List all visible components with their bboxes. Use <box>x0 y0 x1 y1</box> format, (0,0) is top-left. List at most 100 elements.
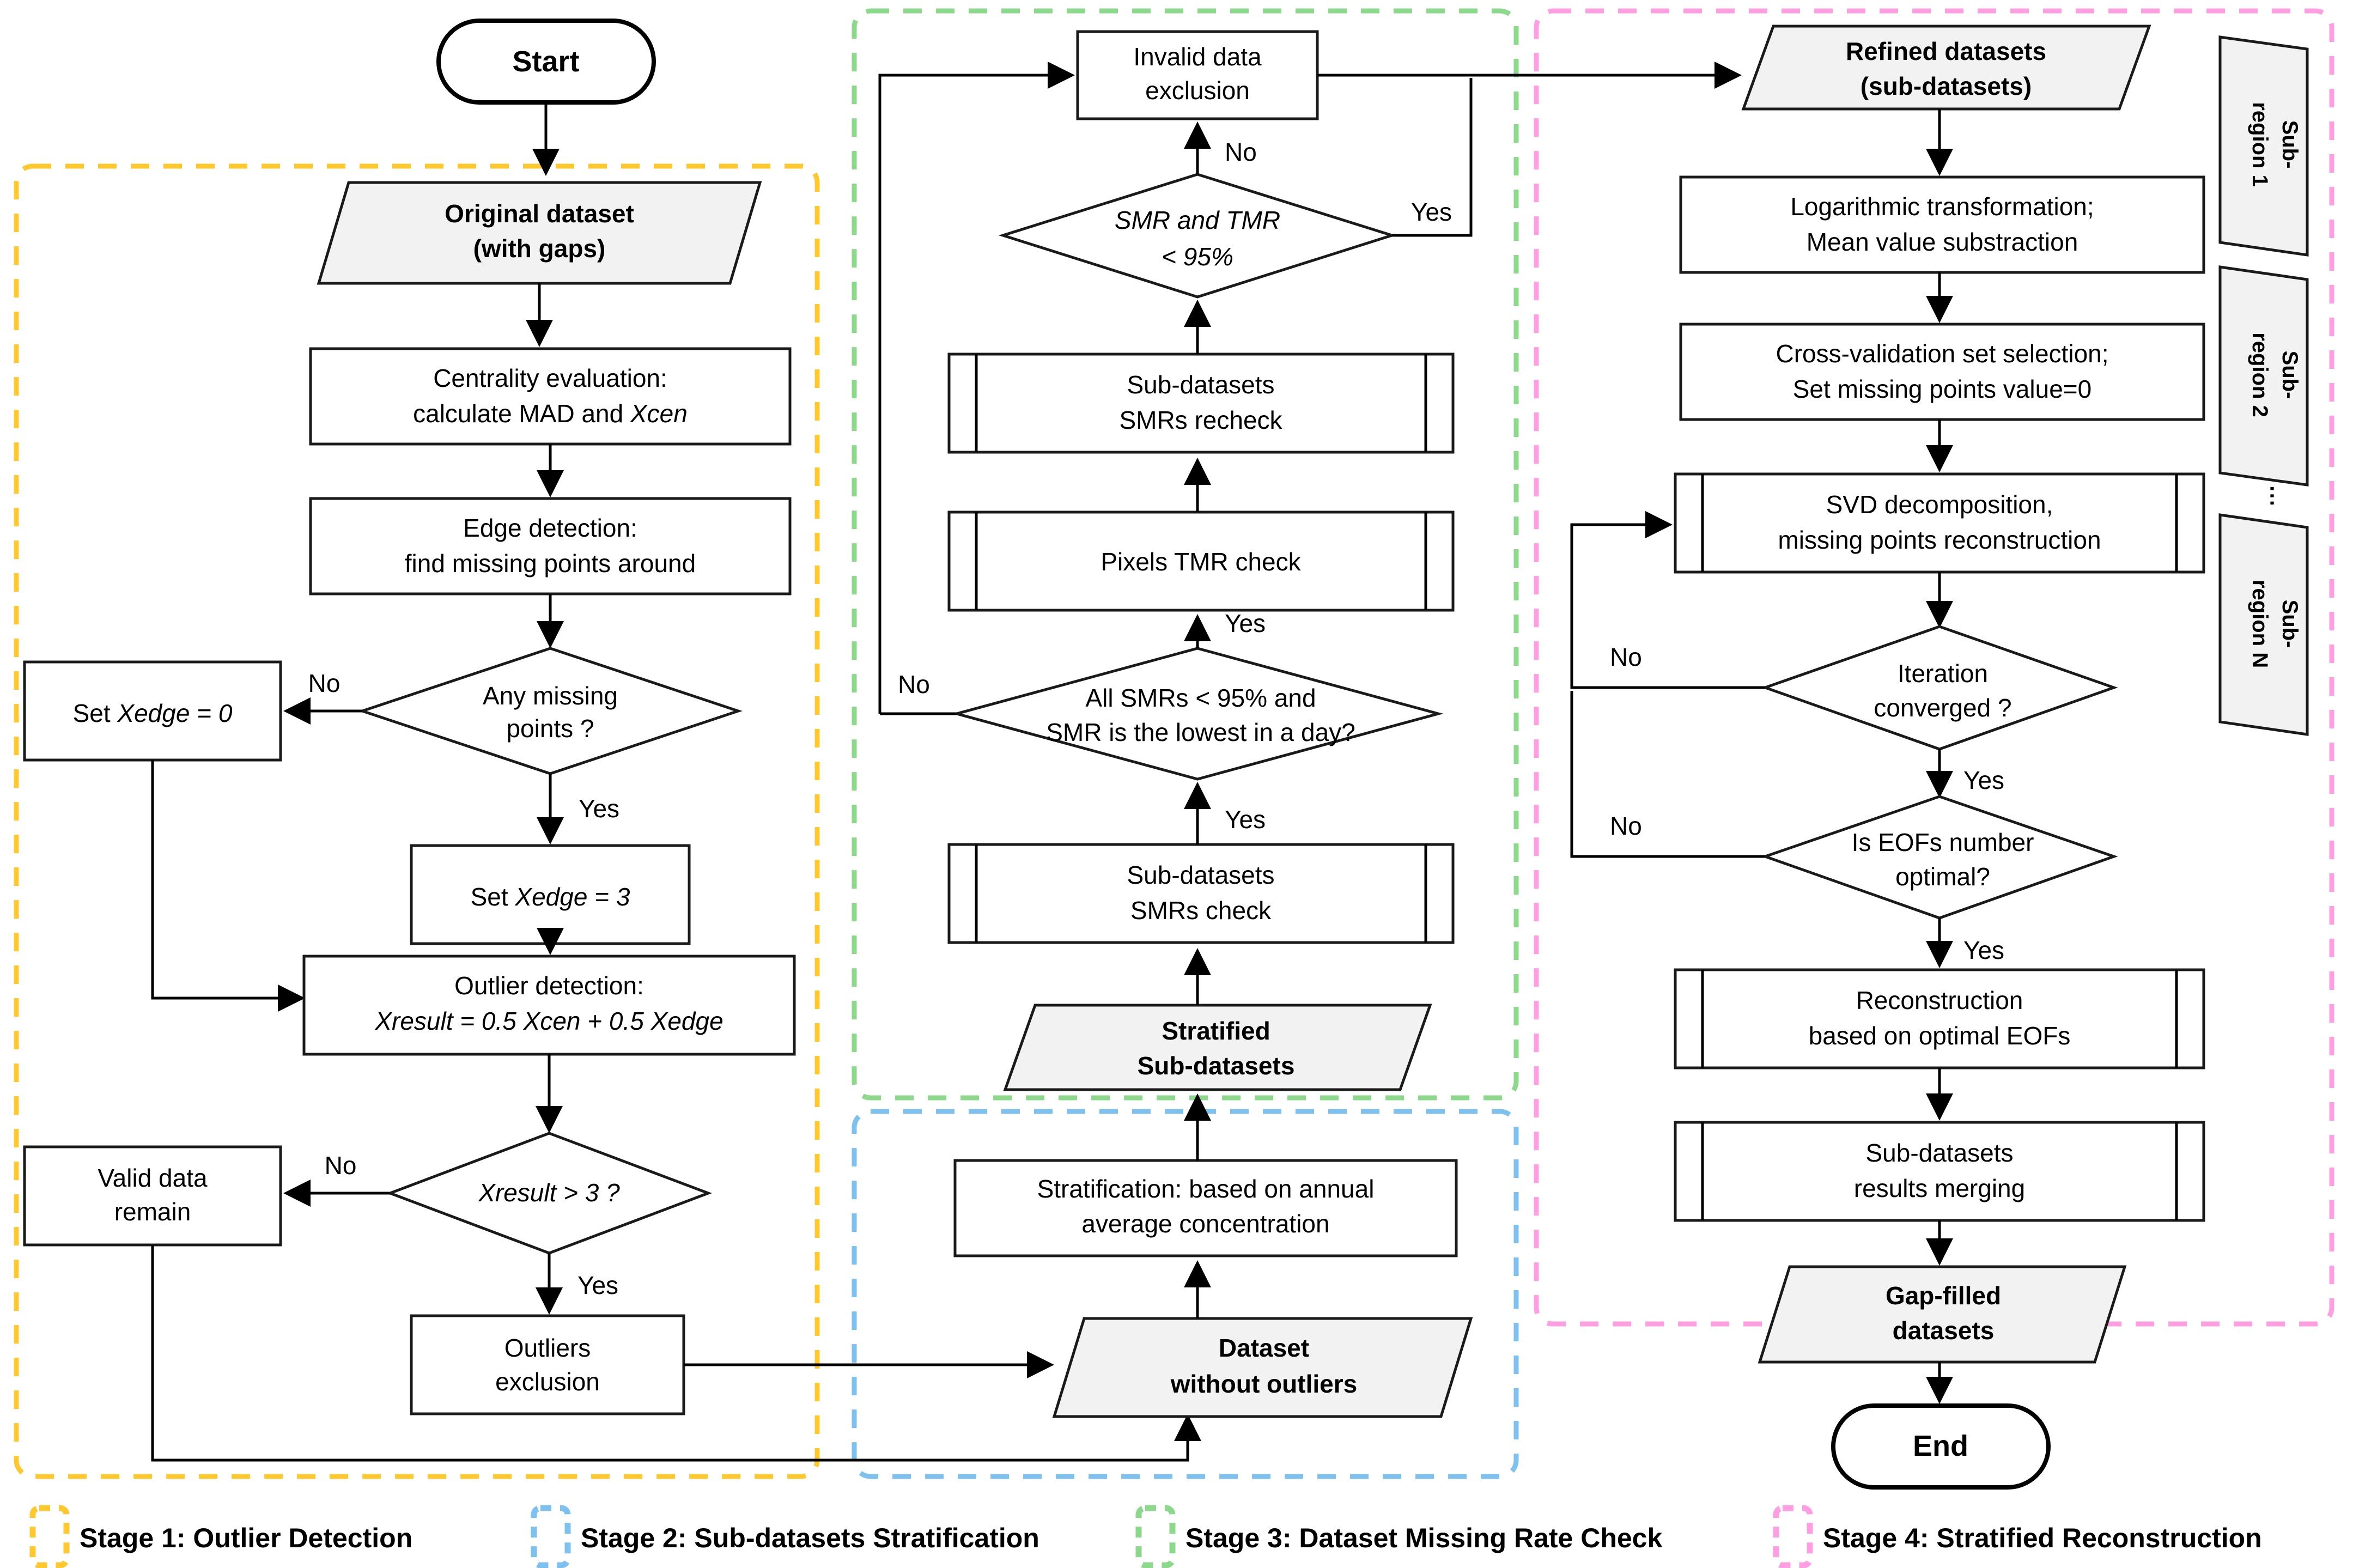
label-allsmrs-yes: Yes <box>1225 609 1266 637</box>
label-eofs-no: No <box>1610 812 1642 840</box>
node-centrality-evaluation <box>309 347 792 446</box>
gapfilled-line1: Gap-filled <box>1886 1281 2001 1310</box>
smr-tmr-line2: < 95% <box>1162 242 1233 271</box>
pixels-tmr-label: Pixels TMR check <box>1101 548 1301 576</box>
any-missing-line2: points ? <box>506 714 594 743</box>
start-label: Start <box>512 45 579 78</box>
node-set-xedge-3 <box>410 844 691 945</box>
refined-line2: (sub-datasets) <box>1860 72 2032 100</box>
node-original-dataset <box>317 181 762 285</box>
legend-swatch-stage1 <box>29 1505 70 1568</box>
label-tostrat-yes: Yes <box>1225 805 1266 834</box>
dataset-no-outliers-line2: without outliers <box>1170 1370 1357 1398</box>
label-xresult-yes: Yes <box>577 1271 618 1299</box>
svd-line2: missing points reconstruction <box>1778 526 2101 554</box>
node-outliers-exclusion <box>410 1314 685 1415</box>
legend-swatch-stage3 <box>1135 1505 1176 1568</box>
label-smrtmr-no: No <box>1225 138 1257 166</box>
node-refined-datasets <box>1741 25 2151 111</box>
stratification-line1: Stratification: based on annual <box>1037 1175 1375 1203</box>
node-valid-data-remain <box>23 1145 282 1247</box>
centrality-line2: calculate MAD and Xcen <box>413 399 688 428</box>
node-stratification <box>953 1159 1458 1257</box>
iteration-line2: converged ? <box>1874 694 2011 722</box>
node-cross-validation <box>1679 323 2205 421</box>
subregion-n-line1: Sub- <box>2278 600 2302 648</box>
node-svd-decomposition <box>1674 472 2205 574</box>
legend-swatch-stage2 <box>531 1505 571 1568</box>
valid-data-line2: remain <box>114 1198 191 1226</box>
label-allsmrs-no: No <box>898 670 930 698</box>
stratification-line2: average concentration <box>1081 1210 1329 1238</box>
log-line2: Mean value substraction <box>1807 228 2078 256</box>
legend-label-stage4: Stage 4: Stratified Reconstruction <box>1823 1523 2262 1553</box>
legend-swatch-stage4 <box>1773 1505 1813 1568</box>
refined-line1: Refined datasets <box>1846 37 2046 65</box>
node-dataset-without-outliers <box>1052 1317 1473 1418</box>
subregion-2-shape <box>2218 265 2309 487</box>
label-iteration-no: No <box>1610 643 1642 671</box>
label-eofs-yes: Yes <box>1963 936 2004 964</box>
dataset-no-outliers-line1: Dataset <box>1219 1334 1309 1362</box>
node-any-missing-points <box>358 647 743 775</box>
smr-tmr-line1: SMR and TMR <box>1115 206 1280 234</box>
stratified-line2: Sub-datasets <box>1138 1052 1295 1080</box>
crossval-line1: Cross-validation set selection; <box>1776 339 2108 368</box>
reconstruction-line2: based on optimal EOFs <box>1809 1022 2071 1050</box>
invalid-excl-line1: Invalid data <box>1133 42 1262 71</box>
node-reconstruction-eofs <box>1674 968 2205 1069</box>
centrality-line1: Centrality evaluation: <box>433 364 667 392</box>
subregion-n-line2: region N <box>2248 580 2272 668</box>
end-label: End <box>1913 1430 1968 1462</box>
edge-validdata-to-dataset <box>151 1245 1201 1462</box>
outlier-detection-line2: Xresult = 0.5 Xcen + 0.5 Xedge <box>374 1007 723 1035</box>
edge-iteration-no <box>1570 511 1765 689</box>
subregion-1-line1: Sub- <box>2278 120 2302 169</box>
node-results-merging <box>1674 1121 2205 1222</box>
node-stratified-subdatasets <box>1003 1004 1432 1091</box>
legend-label-stage3: Stage 3: Dataset Missing Rate Check <box>1185 1523 1662 1553</box>
all-smrs-line1: All SMRs < 95% and <box>1085 684 1316 712</box>
outliers-excl-line1: Outliers <box>504 1334 591 1362</box>
edge-detection-line1: Edge detection: <box>463 514 637 542</box>
edge-xedge0-to-outlier <box>151 760 305 1012</box>
subregion-2-line1: Sub- <box>2278 351 2302 399</box>
node-smrs-check <box>947 843 1455 944</box>
label-missing-no: No <box>308 669 341 697</box>
iteration-line1: Iteration <box>1898 659 1988 688</box>
subregion-2-line2: region 2 <box>2248 332 2272 417</box>
smrs-recheck-line2: SMRs recheck <box>1119 406 1282 434</box>
stratified-line1: Stratified <box>1162 1017 1270 1045</box>
outlier-detection-line1: Outlier detection: <box>454 971 644 1000</box>
set-xedge0-label: Set Xedge = 0 <box>73 699 233 727</box>
node-edge-detection <box>309 497 792 595</box>
edge-invalid-loop-in <box>878 62 1075 714</box>
merging-line1: Sub-datasets <box>1865 1139 2013 1167</box>
node-gap-filled-datasets <box>1758 1265 2127 1364</box>
label-missing-yes: Yes <box>579 794 619 823</box>
invalid-excl-line2: exclusion <box>1145 76 1250 105</box>
label-iteration-yes: Yes <box>1963 766 2004 794</box>
legend-label-stage2: Stage 2: Sub-datasets Stratification <box>581 1523 1039 1553</box>
label-smrtmr-yes: Yes <box>1411 198 1452 226</box>
node-smrs-recheck <box>947 353 1455 454</box>
node-eofs-optimal <box>1761 795 2118 920</box>
smrs-check-line1: Sub-datasets <box>1127 861 1274 889</box>
node-smr-tmr-95 <box>998 173 1397 299</box>
valid-data-line1: Valid data <box>98 1164 208 1192</box>
stage3-region <box>852 8 1519 1101</box>
any-missing-line1: Any missing <box>483 682 618 710</box>
subregion-1-line2: region 1 <box>2248 102 2272 187</box>
end-terminator <box>1831 1403 2051 1490</box>
original-dataset-line2: (with gaps) <box>473 234 606 263</box>
node-outlier-detection <box>302 955 796 1056</box>
label-xresult-no: No <box>325 1151 357 1180</box>
subregion-1-shape <box>2218 35 2309 257</box>
subregion-ellipsis: ⋯ <box>2260 485 2284 507</box>
edge-detection-line2: find missing points around <box>405 549 696 578</box>
node-iteration-converged <box>1761 625 2118 751</box>
edge-smrtmr-yes <box>1392 78 1473 237</box>
crossval-line2: Set missing points value=0 <box>1793 375 2091 403</box>
svd-line1: SVD decomposition, <box>1826 490 2053 519</box>
